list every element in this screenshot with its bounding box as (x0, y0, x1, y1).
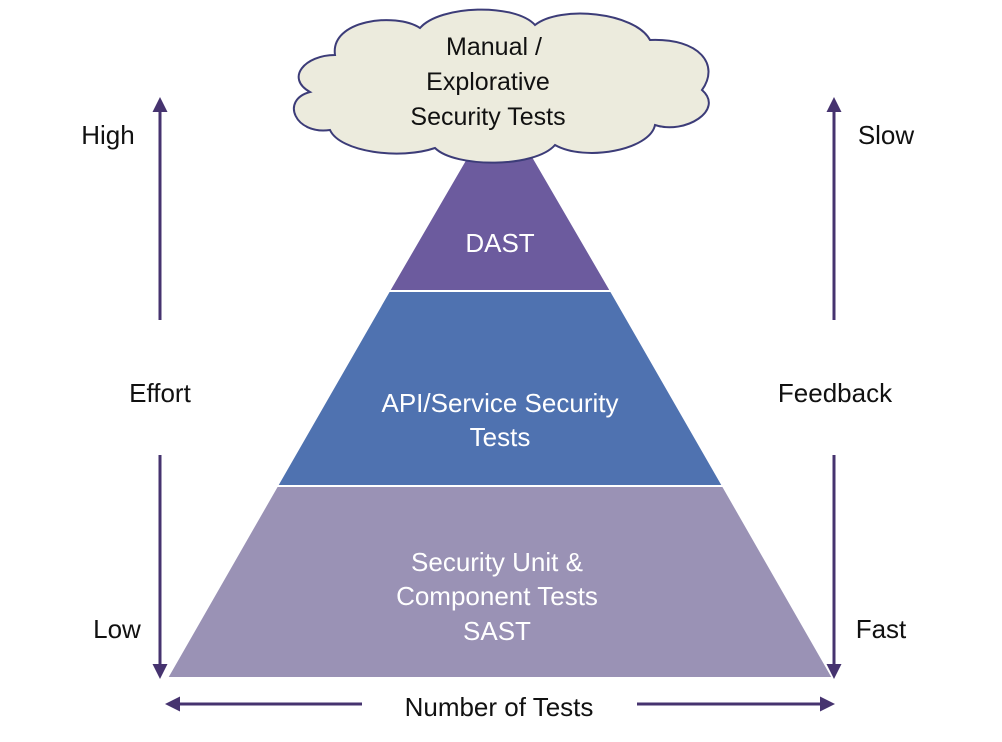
tests-axis-label: Number of Tests (405, 692, 594, 722)
effort-high-label: High (81, 120, 134, 150)
tier-label-unit-line-2: Component Tests (396, 581, 598, 611)
tier-label-api-line-2: Tests (470, 422, 531, 452)
feedback-axis-label: Feedback (778, 378, 893, 408)
feedback-fast-label: Fast (856, 614, 907, 644)
pyramid-tier-top (387, 98, 613, 292)
effort-low-label: Low (93, 614, 141, 644)
tier-label-unit-line-1: Security Unit & (411, 547, 583, 577)
effort-axis-label: Effort (129, 378, 191, 408)
cloud-label-line-1: Manual / (446, 33, 542, 61)
feedback-slow-label: Slow (858, 120, 915, 150)
cloud-label-line-2: Explorative (426, 68, 550, 96)
tier-label-unit-line-3: SAST (463, 616, 531, 646)
cloud-shape (292, 8, 710, 164)
tier-label-api-line-1: API/Service Security (382, 388, 619, 418)
cloud-label-line-3: Security Tests (410, 103, 565, 131)
tier-label-dast: DAST (465, 228, 534, 258)
